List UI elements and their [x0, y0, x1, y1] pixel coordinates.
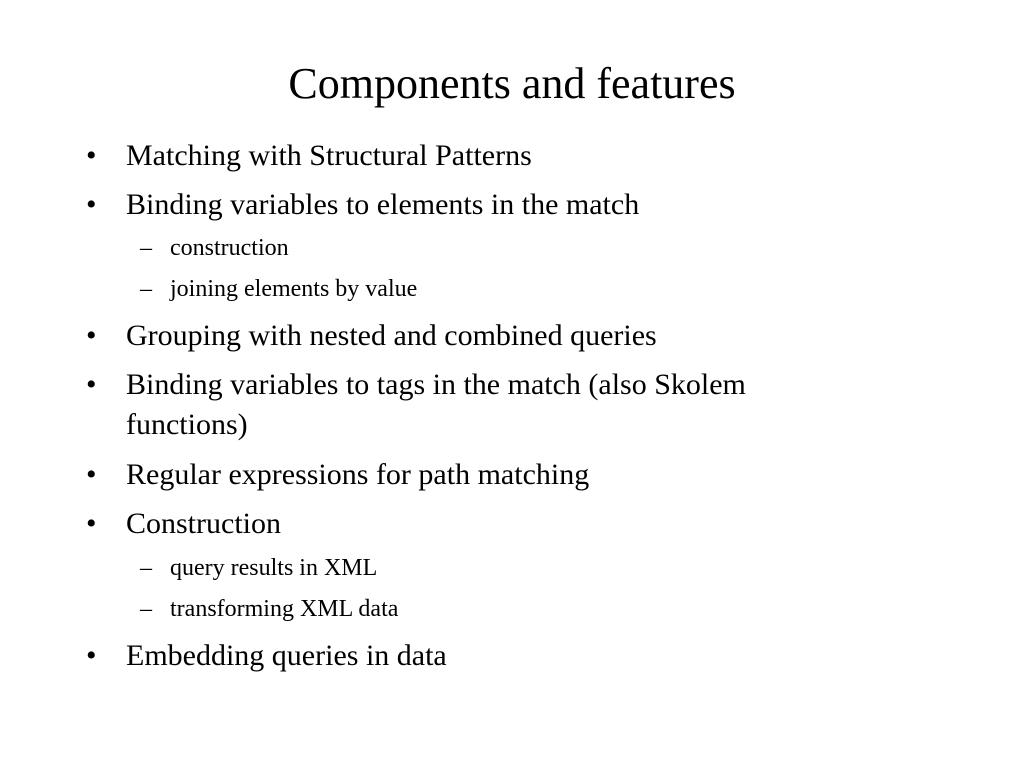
bullet-marker: • — [86, 188, 97, 221]
bullet-item: • Grouping with nested and combined quer… — [86, 316, 866, 356]
bullet-text: Matching with Structural Patterns — [126, 139, 532, 172]
bullet-text: Regular expressions for path matching — [126, 458, 590, 491]
sub-bullet-text: query results in XML — [170, 555, 378, 581]
sub-bullet-text: transforming XML data — [170, 596, 399, 622]
dash-marker: – — [140, 276, 152, 302]
bullet-item: • Construction — [86, 504, 866, 544]
bullet-marker: • — [86, 319, 97, 352]
bullet-item: • Embedding queries in data — [86, 636, 866, 676]
sub-bullet-item: – query results in XML — [140, 554, 840, 582]
bullet-marker: • — [86, 458, 97, 491]
dash-marker: – — [140, 555, 152, 581]
sub-bullet-item: – construction — [140, 234, 840, 262]
bullet-text: Embedding queries in data — [126, 639, 447, 672]
sub-bullet-item: – transforming XML data — [140, 595, 840, 623]
bullet-item: • Binding variables to elements in the m… — [86, 185, 866, 225]
bullet-marker: • — [86, 639, 97, 672]
bullet-item: • Binding variables to tags in the match… — [86, 365, 866, 445]
bullet-marker: • — [86, 368, 97, 401]
sub-bullet-item: – joining elements by value — [140, 275, 840, 303]
bullet-text: Binding variables to elements in the mat… — [126, 188, 640, 221]
bullet-item: • Regular expressions for path matching — [86, 455, 866, 495]
dash-marker: – — [140, 235, 152, 261]
dash-marker: – — [140, 596, 152, 622]
bullet-marker: • — [86, 507, 97, 540]
bullet-marker: • — [86, 139, 97, 172]
sub-bullet-text: joining elements by value — [170, 276, 418, 302]
slide-title: Components and features — [288, 59, 736, 108]
sub-bullet-text: construction — [170, 235, 289, 261]
bullet-text: Binding variables to tags in the match (… — [126, 368, 746, 441]
bullet-text: Grouping with nested and combined querie… — [126, 319, 657, 352]
bullet-text: Construction — [126, 507, 281, 540]
bullet-item: • Matching with Structural Patterns — [86, 136, 866, 176]
